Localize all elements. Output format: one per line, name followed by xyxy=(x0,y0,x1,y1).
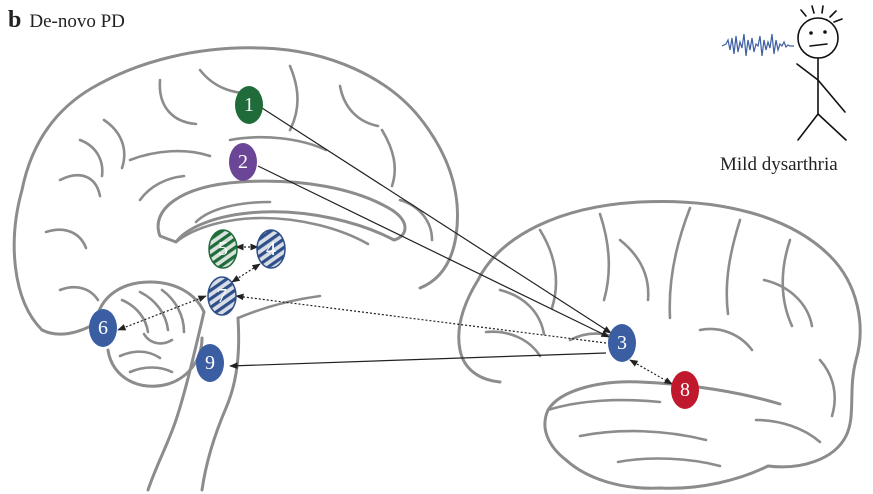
edge-1-to-3 xyxy=(261,107,612,334)
region-nodes: 1 2 5 4 7 6 9 xyxy=(89,86,699,409)
panel-letter: b xyxy=(8,7,22,33)
lateral-brain-outline xyxy=(457,199,862,490)
node-7-label: 7 xyxy=(217,285,227,307)
node-6-label: 6 xyxy=(98,317,108,339)
node-9: 9 xyxy=(196,344,224,382)
node-3: 3 xyxy=(608,324,636,362)
node-4: 4 xyxy=(256,229,286,269)
node-5-label: 5 xyxy=(218,238,228,260)
node-8-marker xyxy=(671,371,699,409)
node-2-label: 2 xyxy=(238,151,248,173)
edge-2-to-3 xyxy=(257,165,610,338)
medial-brain-outline xyxy=(12,46,459,492)
edge-3-to-9 xyxy=(229,352,607,370)
node-8-label: 8 xyxy=(680,379,690,401)
node-7: 7 xyxy=(207,276,237,316)
node-3-marker xyxy=(608,324,636,362)
panel-title: De-novo PD xyxy=(29,11,125,32)
node-3-label: 3 xyxy=(617,332,627,354)
node-6-marker xyxy=(89,309,117,347)
node-4-label: 4 xyxy=(266,238,276,260)
node-5: 5 xyxy=(208,229,238,269)
node-2: 2 xyxy=(229,143,257,181)
node-7-marker xyxy=(207,276,237,316)
connections xyxy=(117,107,673,385)
node-4-marker xyxy=(256,229,286,269)
edge-7-to-4 xyxy=(231,263,261,283)
node-9-label: 9 xyxy=(205,352,215,374)
node-1: 1 xyxy=(235,86,263,124)
node-5-marker xyxy=(208,229,238,269)
speech-waveform-icon xyxy=(721,33,794,57)
edge-3-to-8 xyxy=(629,359,673,385)
node-2-marker xyxy=(229,143,257,181)
stick-figure-icon xyxy=(796,5,847,141)
node-9-marker xyxy=(196,344,224,382)
node-1-label: 1 xyxy=(244,94,254,116)
node-8: 8 xyxy=(671,371,699,409)
node-6: 6 xyxy=(89,309,117,347)
panel-heading: b De-novo PD xyxy=(8,7,125,34)
symptom-caption: Mild dysarthria xyxy=(720,154,838,175)
edge-3-to-7 xyxy=(235,293,607,344)
node-1-marker xyxy=(235,86,263,124)
